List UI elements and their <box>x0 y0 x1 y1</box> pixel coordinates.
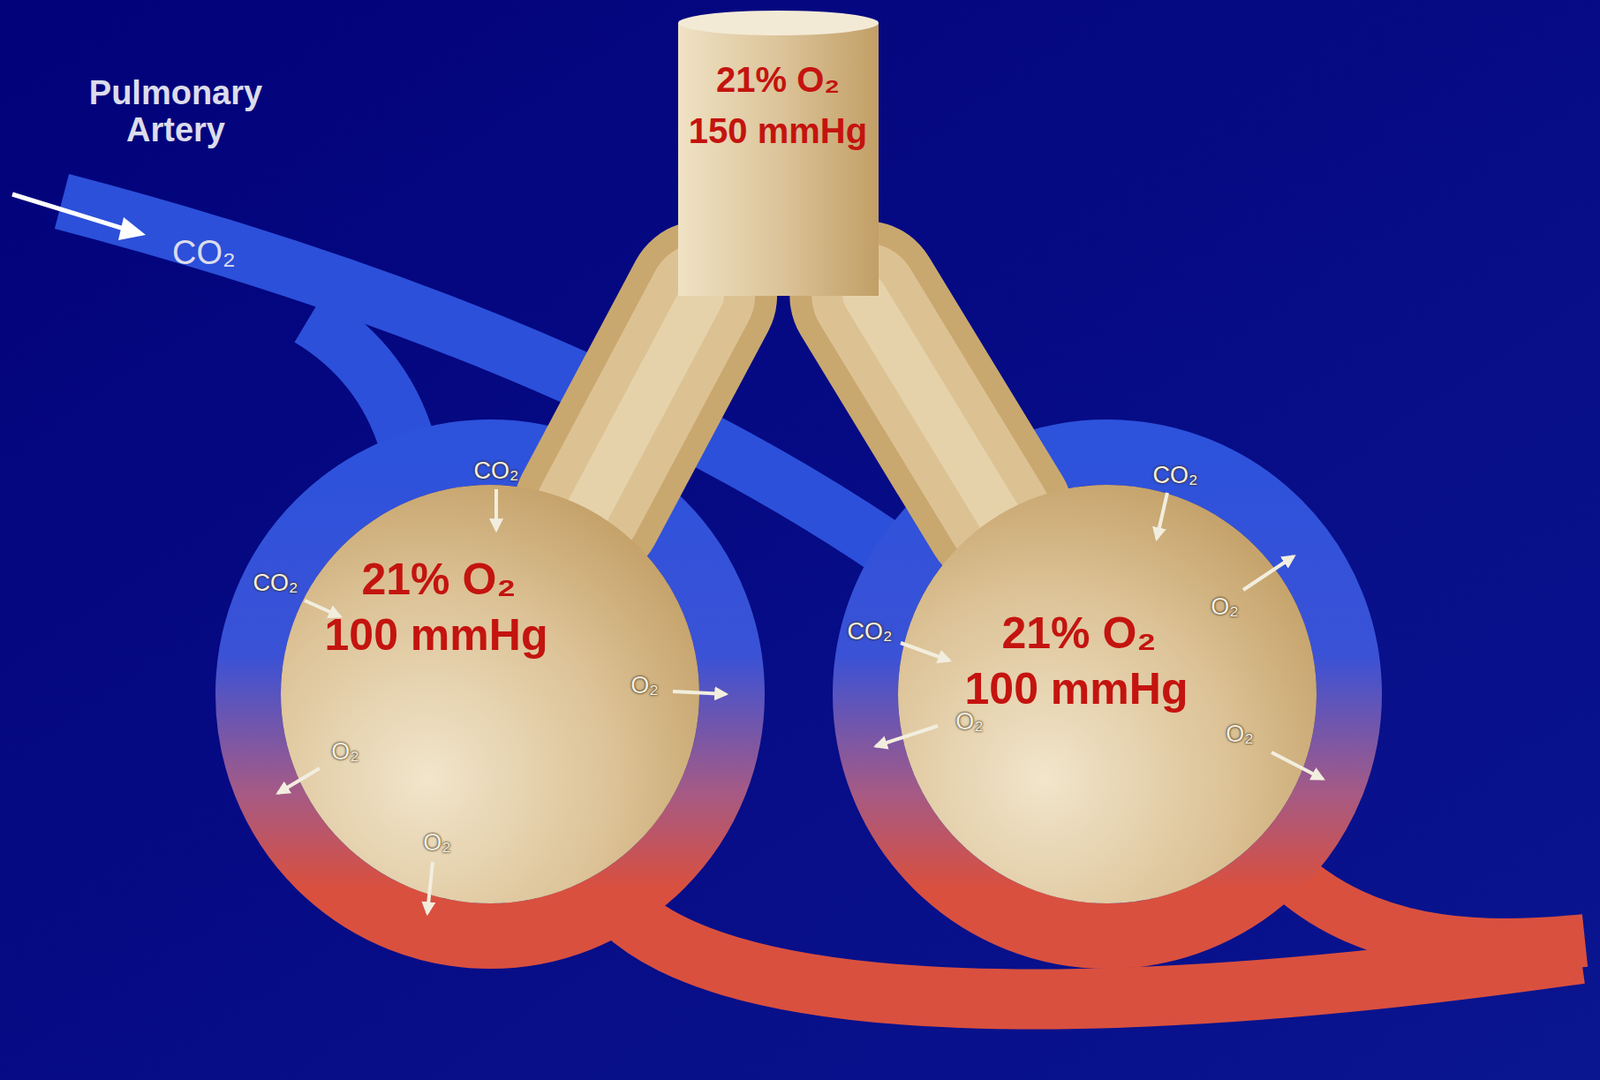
trachea: 21% O₂ 150 mmHg <box>678 10 879 296</box>
flow-arrow <box>12 194 133 232</box>
gas-label: O₂ <box>955 709 983 736</box>
gas-label: O₂ <box>331 739 359 766</box>
vessel-name: Pulmonary Artery <box>60 75 291 150</box>
gas-label: CO₂ <box>253 570 299 597</box>
gas-label: O₂ <box>1225 721 1253 748</box>
vein-branch <box>1289 874 1585 945</box>
oxygen-percent: 21% O₂ <box>1001 609 1156 658</box>
bronchus <box>588 295 702 510</box>
alveolus: 21% O₂ 100 mmHg <box>898 484 1317 904</box>
gas-label: CO₂ <box>474 458 520 485</box>
oxygen-percent: 21% O₂ <box>361 555 516 604</box>
partial-pressure: 100 mmHg <box>324 611 549 660</box>
gas-label: CO₂ <box>847 618 893 646</box>
partial-pressure: 100 mmHg <box>965 664 1189 714</box>
gas-label: CO₂ <box>172 234 236 272</box>
partial-pressure: 150 mmHg <box>688 111 868 151</box>
gas-label: O₂ <box>1210 594 1238 621</box>
oxygen-percent: 21% O₂ <box>716 60 840 99</box>
gas-label: O₂ <box>422 830 451 857</box>
arrow-head <box>118 217 146 241</box>
trachea-shape <box>678 10 879 296</box>
gas-label: O₂ <box>630 672 658 700</box>
gas-label: CO₂ <box>1153 462 1199 490</box>
bronchus <box>864 295 998 516</box>
diffusion-arrows <box>278 489 1323 914</box>
